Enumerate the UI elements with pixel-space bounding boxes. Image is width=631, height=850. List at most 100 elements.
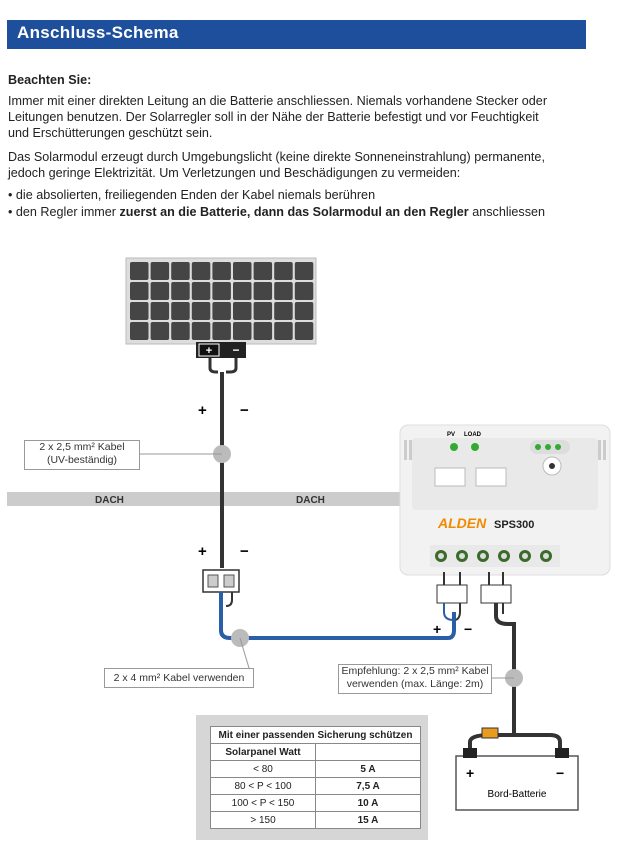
- minus-mark: −: [464, 621, 472, 637]
- intro-line: Leitungen benutzen. Der Solarregler soll…: [8, 110, 539, 124]
- intro-line: Immer mit einer direkten Leitung an die …: [8, 94, 548, 108]
- fuse-amp: 7,5 A: [315, 777, 421, 795]
- solar-cell: [253, 322, 273, 340]
- cable-top-label: 2 x 2,5 mm² Kabel(UV-beständig): [24, 440, 140, 470]
- bullet-2: • den Regler immer zuerst an die Batteri…: [8, 204, 545, 220]
- roof-label: DACH: [95, 495, 124, 506]
- recommend-l1: Empfehlung: 2 x 2,5 mm² Kabel: [341, 665, 489, 677]
- fuse-table: Mit einer passenden Sicherung schützen S…: [210, 726, 421, 829]
- solar-controller-icon: [399, 424, 611, 576]
- terminal-screw-head: [543, 553, 549, 559]
- svg-text:−: −: [232, 343, 239, 357]
- solar-cell: [294, 302, 314, 320]
- solar-cell: [130, 302, 149, 320]
- terminal-screw-head: [459, 553, 465, 559]
- solar-cell: [150, 322, 170, 340]
- solar-cell: [212, 262, 231, 280]
- bullet-2-post: anschliessen: [468, 205, 546, 219]
- solar-cell: [274, 262, 293, 280]
- controller-connectors-icon: [436, 572, 512, 604]
- solar-cell: [212, 282, 231, 300]
- intro-line: jedoch geringe Elektrizität. Um Verletzu…: [8, 166, 461, 180]
- terminal-screw-head: [501, 553, 507, 559]
- plus-mark: +: [198, 402, 207, 419]
- solar-cell: [130, 262, 149, 280]
- cable-top-l2: (UV-beständig): [46, 454, 118, 466]
- controller-load: LOAD: [464, 432, 482, 438]
- solar-cell: [191, 322, 211, 340]
- fuse-table-title: Mit einer passenden Sicherung schützen: [210, 726, 421, 744]
- cable-top-l1: 2 x 2,5 mm² Kabel: [39, 441, 125, 453]
- solar-cell: [274, 302, 293, 320]
- fuse-table-col2: [315, 743, 421, 761]
- solar-cell: [150, 282, 170, 300]
- solar-cell: [191, 282, 211, 300]
- svg-text:+: +: [206, 345, 212, 357]
- section-header: Anschluss-Schema: [7, 20, 586, 49]
- bullet-1: • die absolierten, freiliegenden Enden d…: [8, 188, 376, 202]
- fuse-watt: 80 < P < 100: [210, 777, 316, 795]
- solar-cell: [233, 262, 252, 280]
- solar-cell: [171, 282, 190, 300]
- battery-icon: [455, 748, 579, 811]
- plus-mark: +: [198, 543, 207, 560]
- minus-mark: −: [240, 402, 249, 419]
- solar-cell: [171, 302, 190, 320]
- cable-bottom-label: 2 x 4 mm² Kabel verwenden: [104, 668, 254, 688]
- terminal-screw-head: [480, 553, 486, 559]
- solar-cell: [191, 262, 211, 280]
- solar-cell: [150, 302, 170, 320]
- fuse-watt: > 150: [210, 811, 316, 829]
- solar-cell: [212, 302, 231, 320]
- fuse-amp: 15 A: [315, 811, 421, 829]
- solar-cell: [294, 322, 314, 340]
- solar-cell: [171, 322, 190, 340]
- battery-label: Bord-Batterie: [488, 789, 547, 800]
- minus-mark: −: [240, 543, 249, 560]
- solar-cell: [130, 282, 149, 300]
- terminal-screw-head: [522, 553, 528, 559]
- fuse-icon: [481, 727, 499, 739]
- solar-cell: [191, 302, 211, 320]
- solar-cell: [253, 302, 273, 320]
- roof-label: DACH: [296, 495, 325, 506]
- solar-cell: [253, 282, 273, 300]
- terminal-screw-head: [438, 553, 444, 559]
- fuse-amp: 5 A: [315, 760, 421, 778]
- controller-brand: ALDEN: [437, 515, 487, 531]
- controller-model: SPS300: [494, 519, 534, 531]
- solar-cell: [233, 322, 252, 340]
- solar-cell: [253, 262, 273, 280]
- bullet-2-pre: • den Regler immer: [8, 205, 120, 219]
- solar-cell: [130, 322, 149, 340]
- solar-cell: [171, 262, 190, 280]
- intro-heading: Beachten Sie:: [8, 73, 92, 87]
- battery-minus: −: [556, 765, 564, 781]
- solar-cell: [274, 322, 293, 340]
- solar-panel-icon: + −: [125, 257, 317, 358]
- solar-cell: [274, 282, 293, 300]
- solar-cell: [233, 282, 252, 300]
- controller-pv: PV: [447, 432, 455, 438]
- recommend-l2: verwenden (max. Länge: 2m): [346, 678, 484, 690]
- fuse-watt: < 80: [210, 760, 316, 778]
- solar-cell: [294, 282, 314, 300]
- solar-cell: [294, 262, 314, 280]
- bullet-2-bold: zuerst an die Batterie, dann das Solarmo…: [119, 205, 469, 219]
- roof-bar: [7, 492, 427, 506]
- plus-mark: +: [433, 621, 441, 637]
- intro-line: und Erschütterungen geschützt sein.: [8, 126, 213, 140]
- solar-cell: [150, 262, 170, 280]
- fuse-amp: 10 A: [315, 794, 421, 812]
- solar-cell: [233, 302, 252, 320]
- section-title: Anschluss-Schema: [17, 23, 179, 42]
- fuse-table-col1: Solarpanel Watt: [210, 743, 316, 761]
- solar-cell: [212, 322, 231, 340]
- fuse-watt: 100 < P < 150: [210, 794, 316, 812]
